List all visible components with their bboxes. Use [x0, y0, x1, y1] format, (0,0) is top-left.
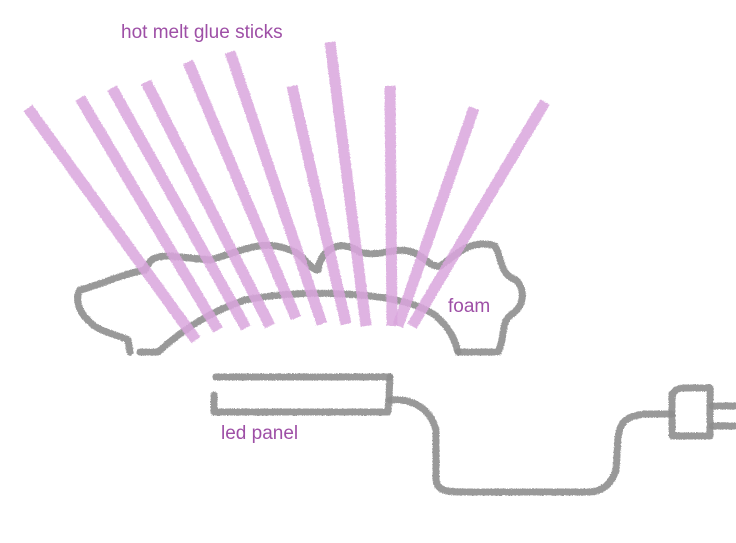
glue-stick — [407, 99, 550, 329]
glue-stick — [141, 79, 275, 329]
led-panel-body — [210, 373, 394, 416]
glue-stick — [392, 106, 480, 328]
usb-plug-body — [668, 384, 714, 440]
led-panel-cable — [386, 396, 676, 496]
glue-sticks-label: hot melt glue sticks — [121, 22, 283, 43]
glue-stick — [384, 85, 398, 327]
glue-stick — [182, 59, 302, 321]
glue-stick — [107, 85, 251, 331]
led-panel-label: led panel — [221, 423, 299, 444]
glue-stick — [286, 84, 352, 326]
glue-stick — [224, 50, 328, 326]
glue-stick — [324, 41, 372, 327]
glue-sticks — [23, 41, 550, 344]
led-panel-assembly — [210, 373, 736, 496]
glue-stick — [23, 104, 201, 344]
foam-label: foam — [448, 296, 491, 317]
glue-stick — [75, 95, 223, 333]
